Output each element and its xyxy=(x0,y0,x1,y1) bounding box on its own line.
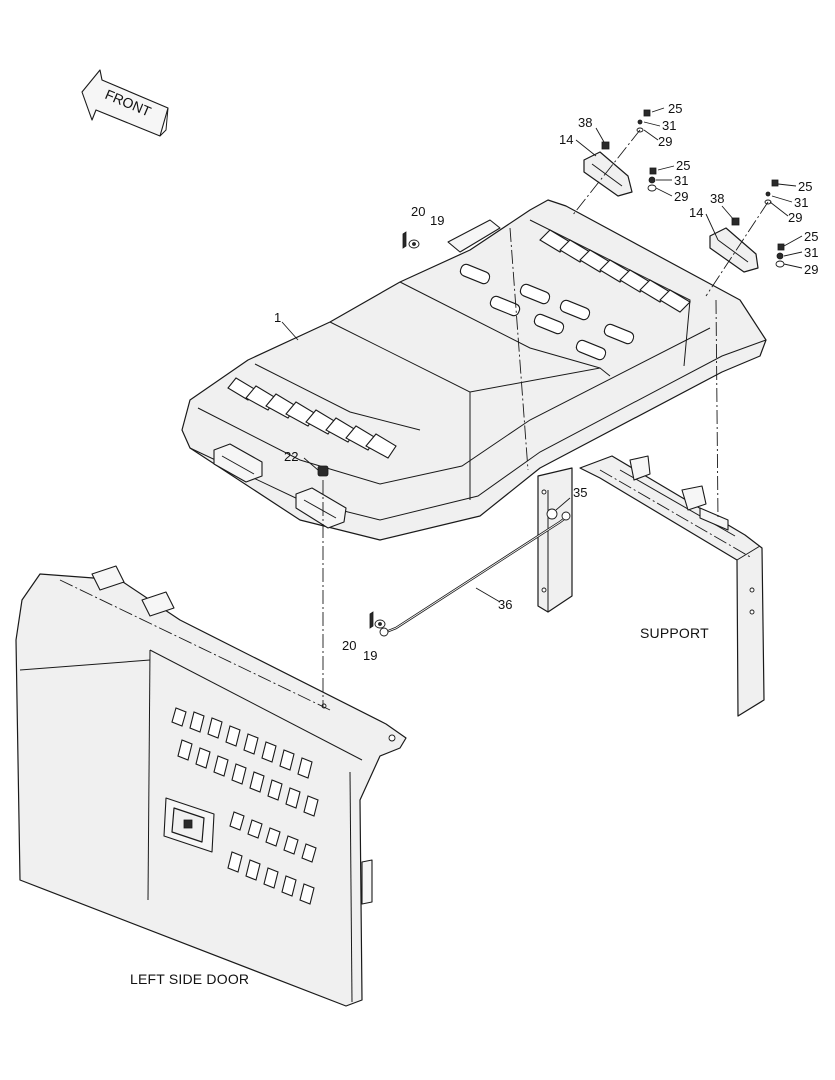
callout-washer-l2: 29 xyxy=(674,189,688,204)
door-lower-louvers xyxy=(227,811,317,905)
hood-rear-louvers xyxy=(539,229,691,313)
callout-spring-r2: 31 xyxy=(804,245,818,260)
callout-spring-r1: 31 xyxy=(794,195,808,210)
callout-stay-rod: 36 xyxy=(498,597,512,612)
callout-washer-bottom: 19 xyxy=(363,648,377,663)
callout-rod-fitting: 35 xyxy=(573,485,587,500)
callout-hinge-bolt: 22 xyxy=(284,449,298,464)
hood-hinges xyxy=(213,443,347,529)
pin-washer-top xyxy=(402,231,420,249)
callout-spring-l1: 31 xyxy=(662,118,676,133)
door-upper-louvers xyxy=(171,707,319,817)
latch-right xyxy=(705,179,785,521)
hood-cover xyxy=(181,199,767,541)
left-side-door xyxy=(15,565,407,1007)
callout-washer-l1: 29 xyxy=(658,134,672,149)
callout-screw-l1: 38 xyxy=(578,115,592,130)
hinge-bolt xyxy=(317,465,329,706)
callout-pin-bottom: 20 xyxy=(342,638,356,653)
callout-bolt-r2: 25 xyxy=(804,229,818,244)
callout-bolt-l1: 25 xyxy=(668,101,682,116)
leader-lines xyxy=(281,107,803,603)
hood-front-louvers xyxy=(227,377,397,459)
pin-washer-bottom xyxy=(369,611,386,629)
callout-labels: 1 14 38 25 31 29 25 31 29 38 14 25 31 29… xyxy=(274,101,818,663)
caption-left-side-door: LEFT SIDE DOOR xyxy=(130,971,249,987)
callout-spring-l2: 31 xyxy=(674,173,688,188)
callout-washer-top: 19 xyxy=(430,213,444,228)
callout-hood: 1 xyxy=(274,310,281,325)
door-handle-icon xyxy=(163,797,215,853)
callout-latch-right: 14 xyxy=(689,205,703,220)
callout-pin-top: 20 xyxy=(411,204,425,219)
callout-latch-left: 14 xyxy=(559,132,573,147)
callout-washer-r1: 29 xyxy=(788,210,802,225)
stay-rod xyxy=(379,508,571,637)
callout-bolt-l2: 25 xyxy=(676,158,690,173)
callout-screw-r1: 38 xyxy=(710,191,724,206)
front-arrow-icon: FRONT xyxy=(81,69,169,137)
latch-left xyxy=(509,109,657,471)
callout-bolt-r1: 25 xyxy=(798,179,812,194)
support-frame xyxy=(537,455,765,717)
caption-support: SUPPORT xyxy=(640,625,709,641)
callout-washer-r2: 29 xyxy=(804,262,818,277)
